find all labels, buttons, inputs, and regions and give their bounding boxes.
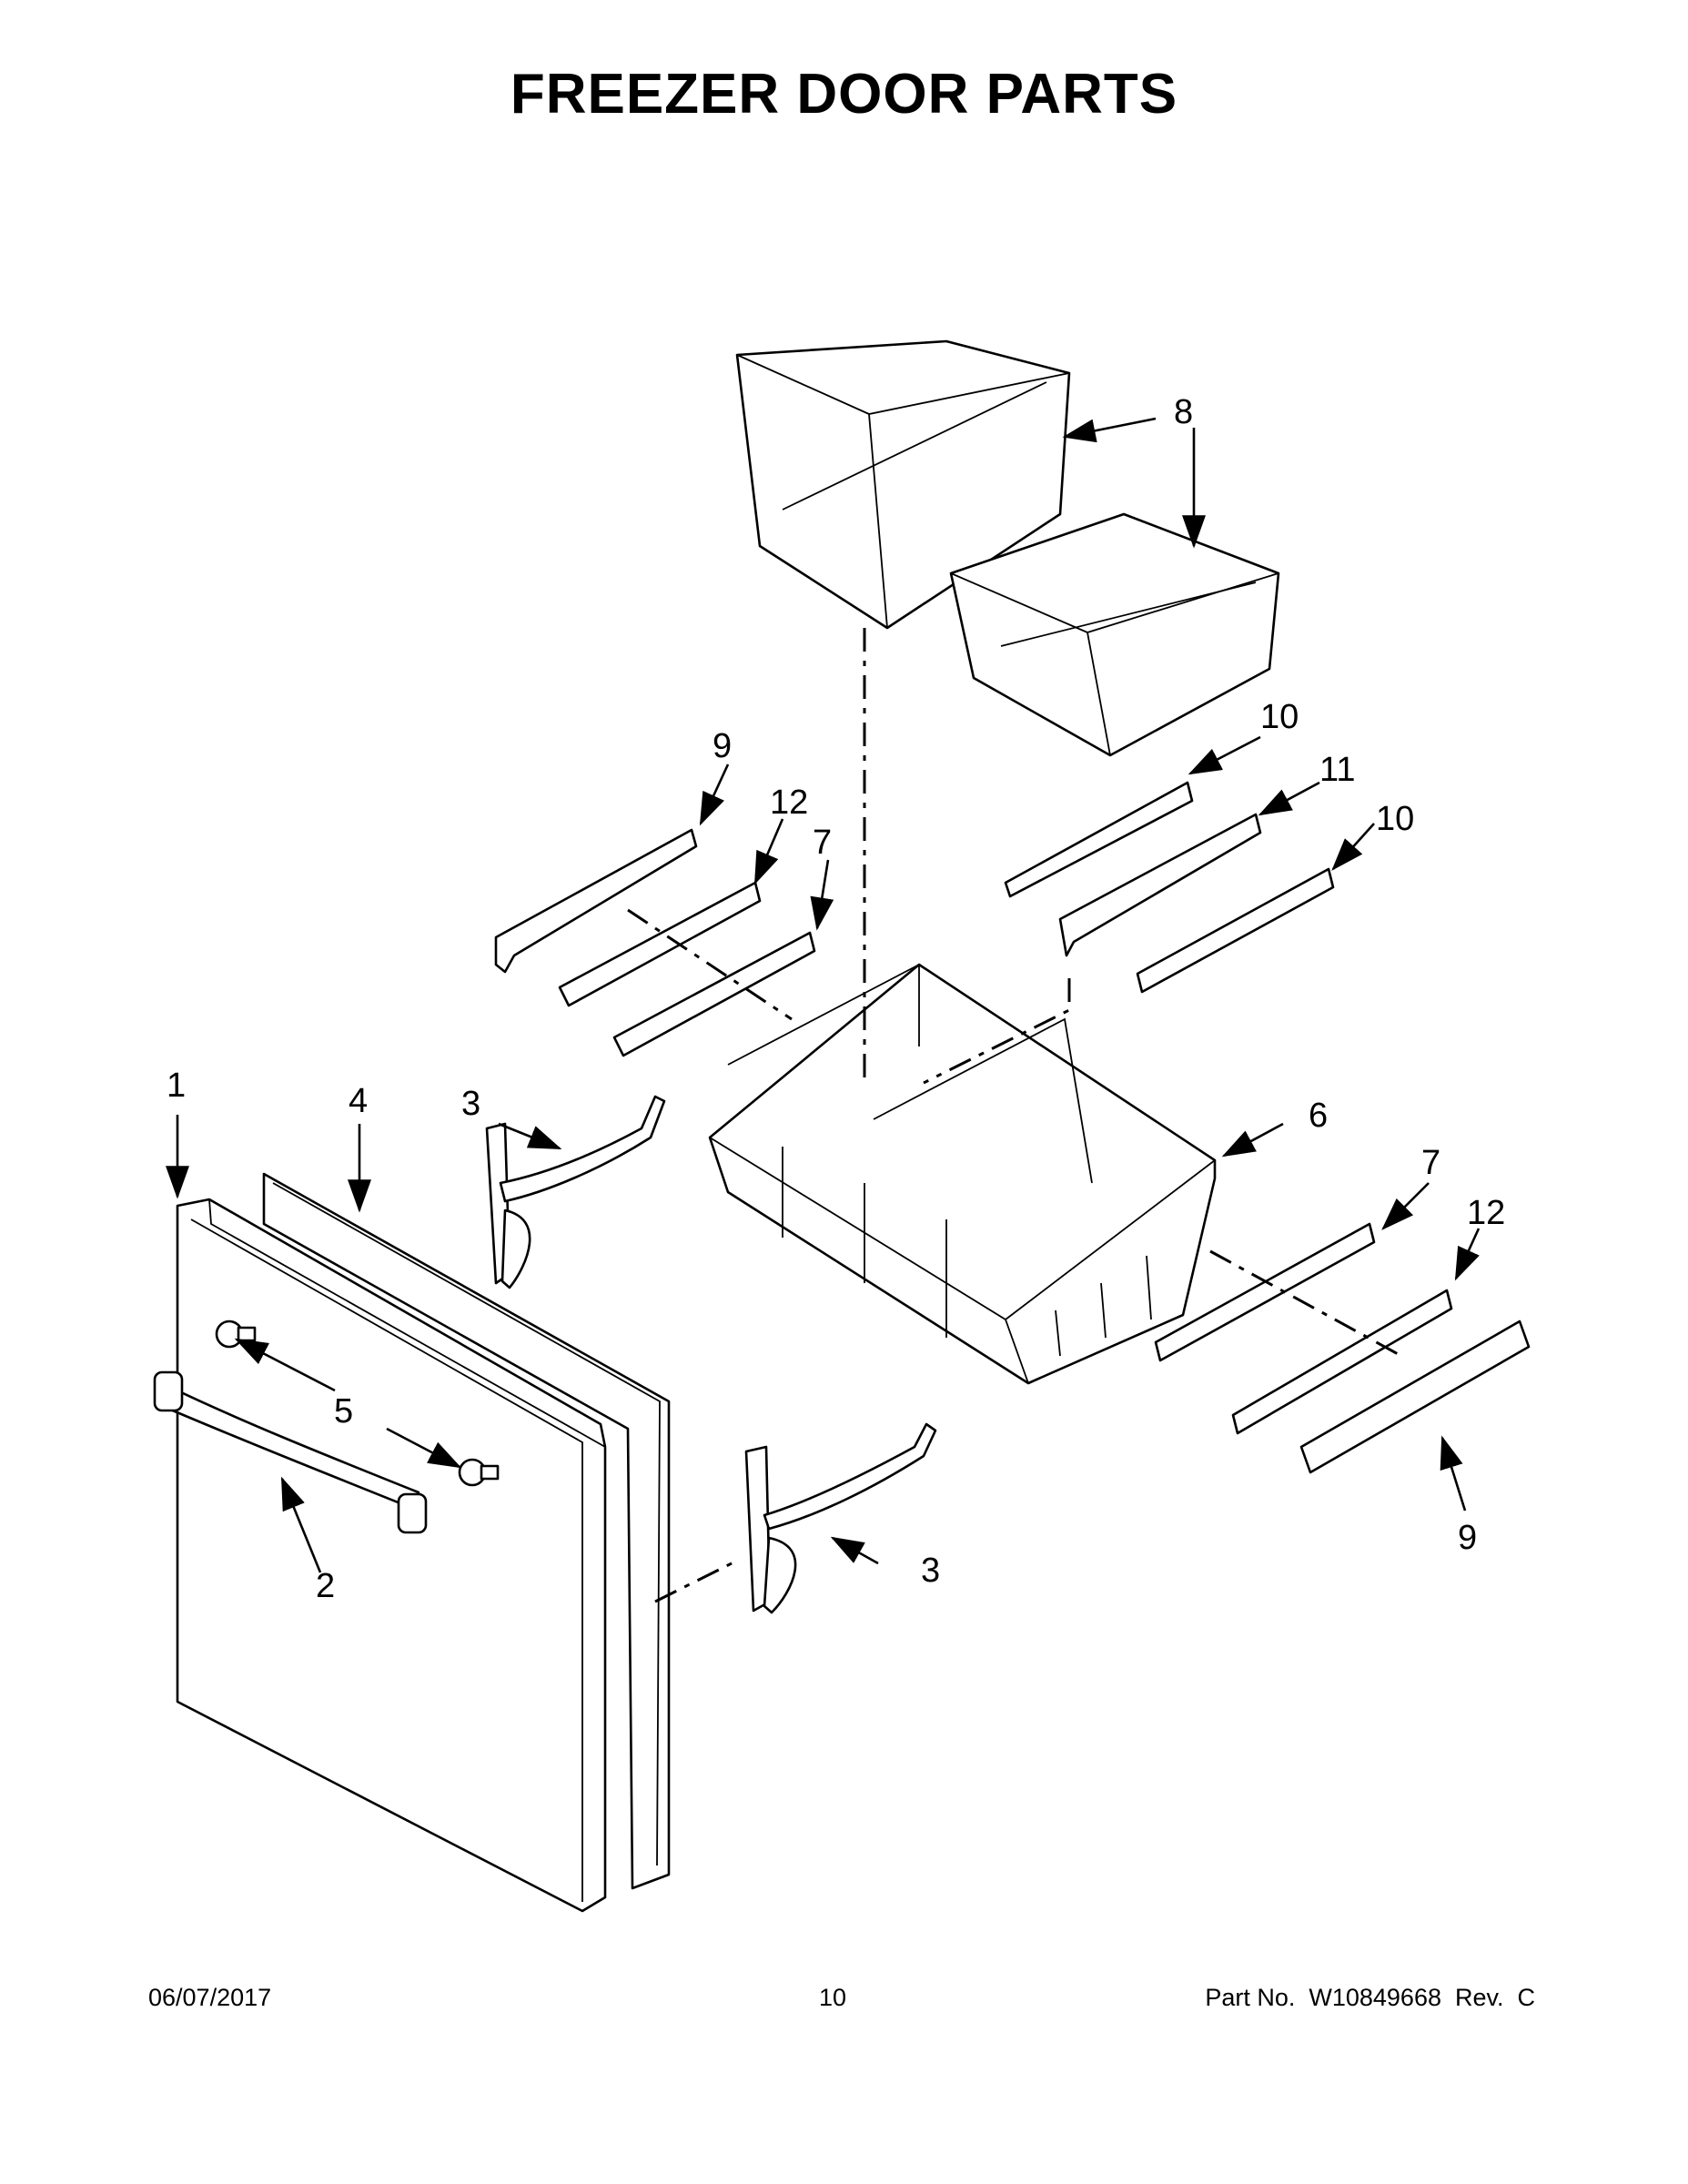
callout-2: 2 <box>316 1567 335 1605</box>
rail-upper-right-c <box>1136 867 1335 994</box>
door-handle <box>153 1370 428 1534</box>
rail-lower-right-cover <box>1299 1320 1531 1474</box>
rail-upper-right-b <box>1058 813 1262 957</box>
callout-11: 11 <box>1319 751 1355 789</box>
footer-date: 06/07/2017 <box>148 1984 272 2011</box>
callout-7-right: 7 <box>1421 1144 1440 1182</box>
footer-part-number: Part No. W10849668 Rev. C <box>1205 1984 1535 2011</box>
rail-slide-left <box>558 881 762 1007</box>
drawer-upper <box>735 339 1071 630</box>
leader-arrows <box>166 417 1481 1573</box>
callout-9-right: 9 <box>1458 1519 1477 1557</box>
rail-upper-right-a <box>1004 781 1194 898</box>
door-panel <box>176 1198 607 1913</box>
callout-12-left: 12 <box>770 784 808 822</box>
callout-6: 6 <box>1309 1097 1328 1135</box>
callout-1: 1 <box>167 1067 186 1105</box>
callout-7-left: 7 <box>813 824 832 862</box>
callout-10-upper: 10 <box>1260 698 1299 736</box>
rail-cover-left <box>494 828 698 974</box>
drawer-lower <box>949 512 1280 757</box>
freezer-basket <box>708 963 1217 1385</box>
callout-8: 8 <box>1174 393 1193 431</box>
callout-9-left: 9 <box>713 727 732 765</box>
footer-page-number: 10 <box>819 1984 847 2011</box>
callout-10-lower: 10 <box>1376 800 1414 838</box>
door-gasket <box>262 1172 671 1890</box>
callout-4: 4 <box>349 1082 368 1120</box>
rail-lower-right-support <box>1154 1222 1376 1362</box>
rail-lower-right-slide <box>1231 1289 1453 1435</box>
callout-3-upper: 3 <box>461 1085 480 1123</box>
callout-12-right: 12 <box>1467 1194 1505 1232</box>
door-bracket-upper <box>485 1095 666 1289</box>
assembly-lines <box>627 628 1402 1603</box>
page-title: FREEZER DOOR PARTS <box>510 63 1178 126</box>
callout-3-lower: 3 <box>921 1552 940 1590</box>
rail-support-left <box>612 931 816 1057</box>
callout-5: 5 <box>334 1392 353 1431</box>
door-bracket-lower <box>744 1422 937 1614</box>
